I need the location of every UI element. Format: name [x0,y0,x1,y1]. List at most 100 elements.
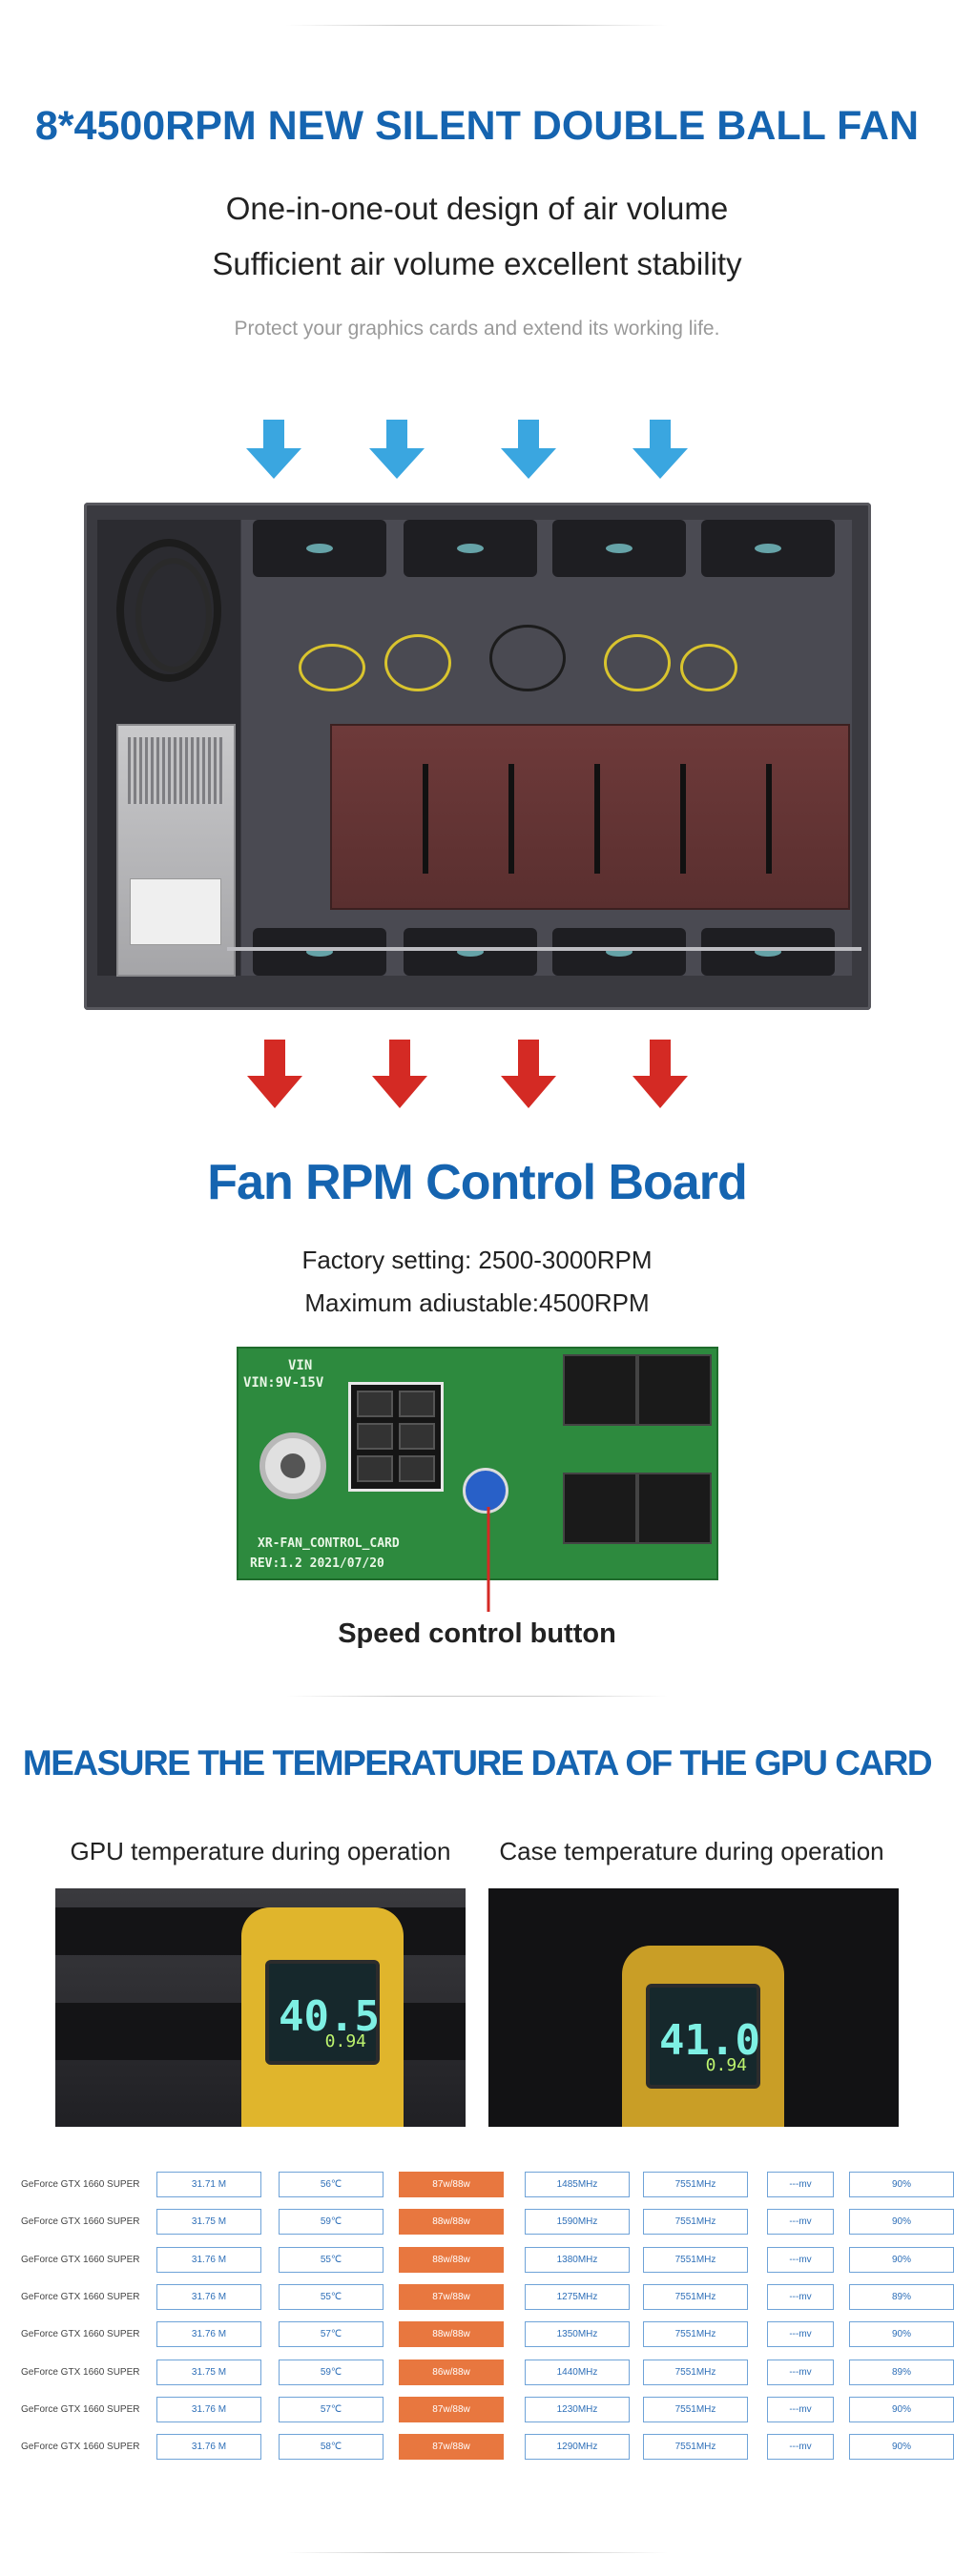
gpu-name: GeForce GTX 1660 SUPER [21,2329,140,2340]
motherboard [330,724,850,910]
fan-icon [253,520,386,577]
cell-volt: ---mv [767,2172,834,2197]
airflow-out-arrows [247,1040,688,1108]
control-max-setting: Maximum adiustable:4500RPM [304,1288,650,1317]
cell-mem: 7551MHz [643,2172,748,2197]
cell-power: 87w/88w [399,2172,504,2197]
cell-power: 86w/88w [399,2359,504,2385]
fan-section-title: 8*4500RPM NEW SILENT DOUBLE BALL FAN [34,103,920,149]
fan-header [637,1473,712,1544]
cell-hash: 31.71 M [156,2172,261,2197]
case-temp-caption: Case temperature during operation [499,1837,884,1865]
pcie-6pin-connector [348,1382,444,1492]
fan-icon [552,928,686,976]
cell-mem: 7551MHz [643,2209,748,2236]
board-label-rev: REV:1.2 2021/07/20 [250,1556,384,1571]
cell-fan: 89% [849,2359,954,2385]
case-temp-reading: 41.0 [659,2016,760,2065]
arrow-down-icon [246,420,301,479]
cell-temp: 57℃ [279,2396,384,2422]
fan-header [563,1473,637,1544]
cell-mem: 7551MHz [643,2321,748,2348]
board-label-range: VIN:9V-15V [243,1375,324,1391]
board-label-vin: VIN [288,1358,313,1373]
cell-mem: 7551MHz [643,2396,748,2422]
cell-power: 88w/88w [399,2209,504,2236]
cell-temp: 57℃ [279,2321,384,2348]
cell-fan: 90% [849,2172,954,2197]
cell-fan: 89% [849,2283,954,2310]
fan-icon [404,928,537,976]
cell-volt: ---mv [767,2434,834,2461]
cell-mem: 7551MHz [643,2434,748,2461]
fan-icon [253,928,386,976]
arrow-down-icon [501,420,556,479]
psu-bay [97,520,240,977]
cell-volt: ---mv [767,2246,834,2273]
gpu-name: GeForce GTX 1660 SUPER [21,2366,140,2378]
cell-power: 88w/88w [399,2246,504,2273]
cell-core: 1485MHz [525,2172,630,2197]
top-divider [286,25,668,26]
bottom-divider [286,2552,668,2553]
cell-power: 88w/88w [399,2321,504,2348]
thermometer-gun: 40.5 0.94 [241,1907,404,2127]
mounting-hole [259,1432,326,1499]
cell-volt: ---mv [767,2396,834,2422]
mining-case-image [84,503,871,1010]
arrow-down-icon [501,1040,556,1108]
gpu-name: GeForce GTX 1660 SUPER [21,2442,140,2453]
arrow-down-icon [369,420,425,479]
cell-fan: 90% [849,2434,954,2461]
cell-hash: 31.75 M [156,2359,261,2385]
cell-hash: 31.76 M [156,2283,261,2310]
fan-section-note: Protect your graphics cards and extend i… [234,318,720,340]
arrow-down-icon [247,1040,302,1108]
cell-temp: 59℃ [279,2209,384,2236]
table-row: GeForce GTX 1660 SUPER 31.71 M 56℃ 87w/88w 1… [21,2172,954,2197]
airflow-in-arrows [246,420,688,479]
control-section-title: Fan RPM Control Board [207,1155,747,1210]
fan-header [637,1354,712,1426]
thermometer-gun: 41.0 0.94 [622,1946,784,2127]
fan-section-line1: One-in-one-out design of air volume [225,191,729,226]
gpu-name: GeForce GTX 1660 SUPER [21,2179,140,2190]
case-temp-photo: 41.0 0.94 [488,1888,899,2127]
board-label-name: XR-FAN_CONTROL_CARD [258,1536,400,1551]
fan-icon [404,520,537,577]
case-temp-emissivity: 0.94 [705,2055,747,2075]
cell-volt: ---mv [767,2209,834,2236]
speed-control-callout: Speed control button [338,1618,616,1649]
gpu-name: GeForce GTX 1660 SUPER [21,2291,140,2302]
arrow-down-icon [633,420,688,479]
cell-fan: 90% [849,2246,954,2273]
cell-core: 1275MHz [525,2283,630,2310]
cell-hash: 31.76 M [156,2434,261,2461]
cell-hash: 31.76 M [156,2321,261,2348]
control-factory-setting: Factory setting: 2500-3000RPM [301,1246,653,1274]
cell-power: 87w/88w [399,2434,504,2461]
gpu-name: GeForce GTX 1660 SUPER [21,2254,140,2265]
gpu-temp-caption: GPU temperature during operation [70,1837,451,1865]
callout-line [487,1507,490,1612]
gpu-temp-reading: 40.5 [279,1992,380,2041]
cell-volt: ---mv [767,2359,834,2385]
cell-temp: 59℃ [279,2359,384,2385]
cell-temp: 55℃ [279,2246,384,2273]
cell-hash: 31.75 M [156,2209,261,2236]
cell-temp: 56℃ [279,2172,384,2197]
gpu-name: GeForce GTX 1660 SUPER [21,2403,140,2415]
cell-fan: 90% [849,2396,954,2422]
cell-mem: 7551MHz [643,2359,748,2385]
fan-icon [701,928,835,976]
cell-temp: 58℃ [279,2434,384,2461]
speed-control-knob [463,1468,508,1514]
gpu-name: GeForce GTX 1660 SUPER [21,2216,140,2228]
cell-power: 87w/88w [399,2283,504,2310]
